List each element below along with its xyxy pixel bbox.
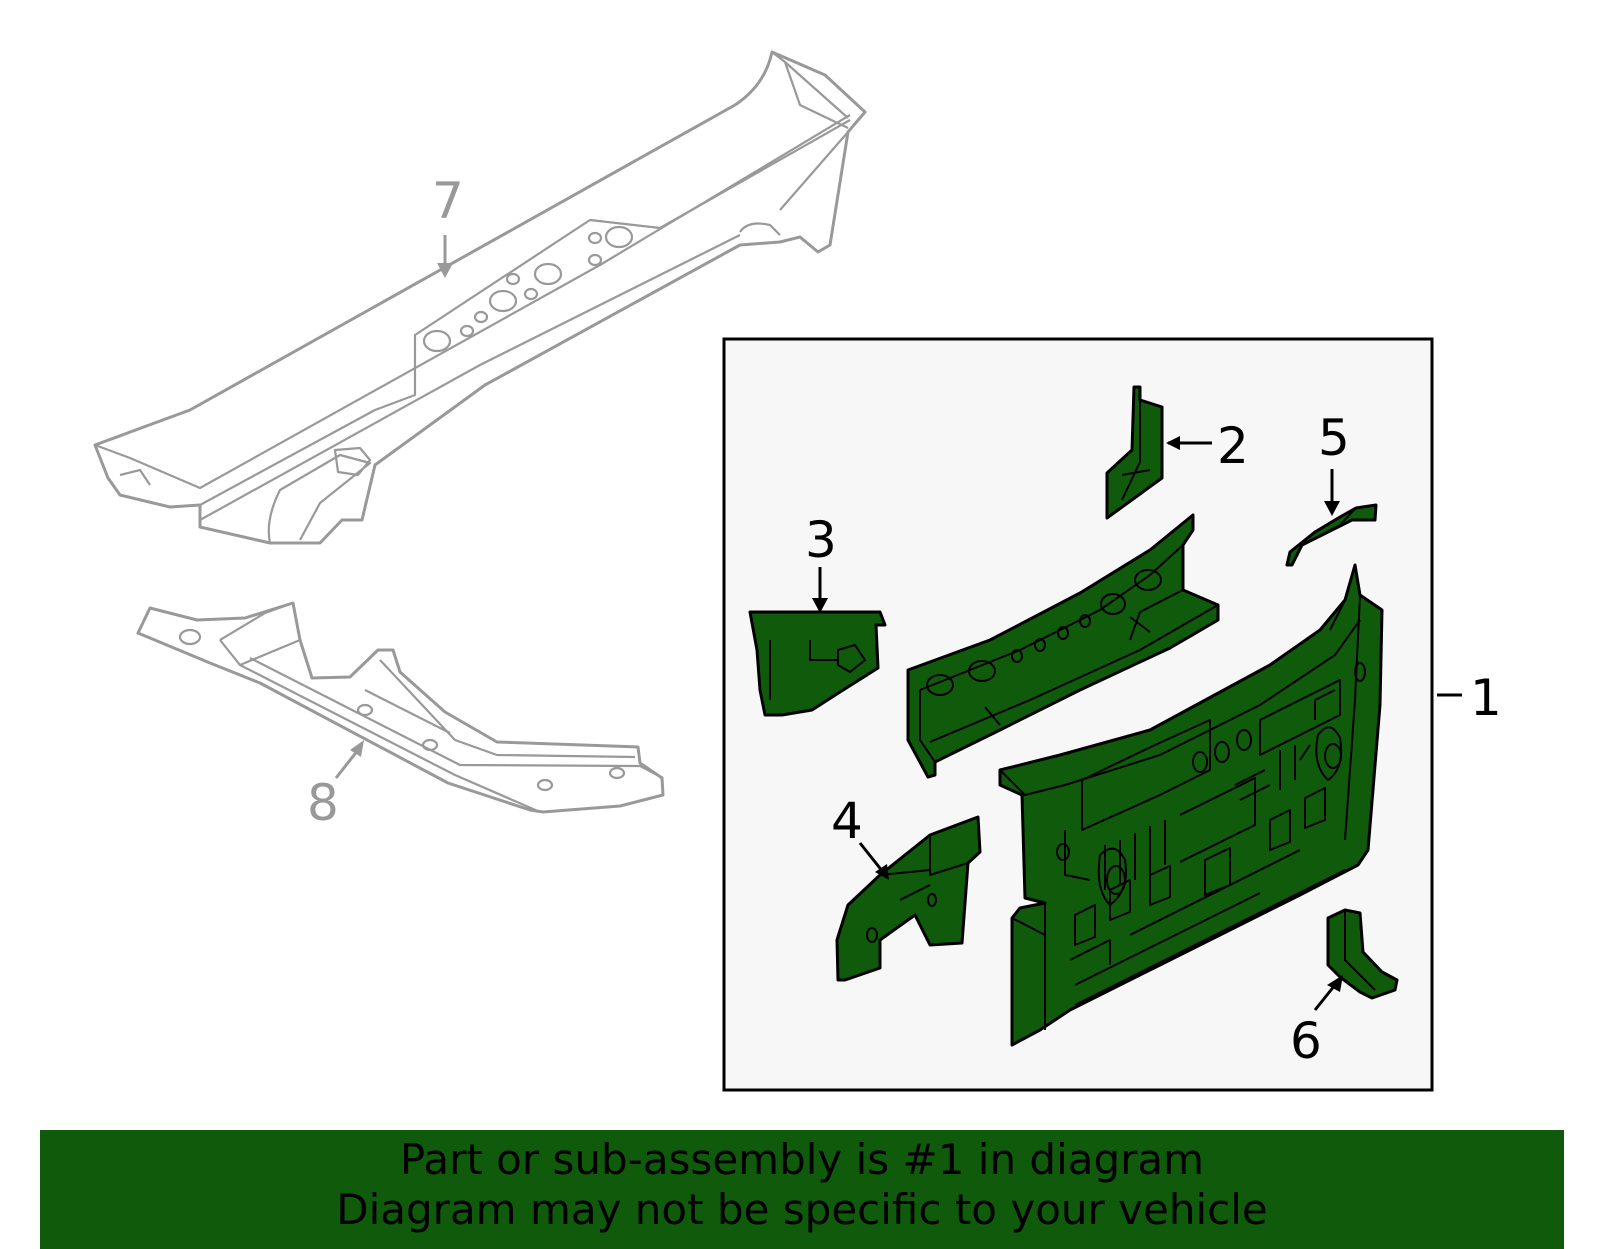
callout-6-arrow-icon [1327,975,1343,992]
callout-2-arrow-icon [1166,436,1180,450]
callout-1-label: 1 [1470,669,1502,727]
callout-7-arrow-icon [437,263,453,278]
callout-2: 2 [1166,417,1249,475]
callout-2-label: 2 [1217,417,1249,475]
callout-6: 6 [1290,975,1343,1070]
part-2-bracket [1105,385,1164,520]
callout-6-label: 6 [1290,1012,1322,1070]
callout-8-label: 8 [307,774,339,832]
callout-8: 8 [307,740,364,832]
callout-3-label: 3 [805,511,837,569]
part-6-lower-bracket [1326,908,1399,1000]
callout-8-leader [334,749,360,779]
callout-7: 7 [432,172,464,278]
part-5-upper-bracket [1285,503,1378,567]
part-3-side-bracket [748,610,887,717]
callout-5-label: 5 [1318,409,1350,467]
part-1-dash-panel [998,563,1384,1047]
info-banner: Part or sub-assembly is #1 in diagram Di… [40,1130,1564,1249]
callout-5-arrow-icon [1324,501,1340,516]
part-8-reinforcement-ghost [136,601,665,814]
part-4-lower-bracket [835,815,982,982]
callout-5: 5 [1318,409,1350,516]
banner-line-2: Diagram may not be specific to your vehi… [336,1185,1268,1234]
callout-8-arrow-icon [350,740,364,757]
callout-6-leader [1313,984,1337,1011]
callout-4: 4 [831,792,889,880]
callout-3-arrow-icon [812,598,828,613]
callout-4-leader [858,842,885,873]
callout-1: 1 [1437,669,1502,727]
cowl-panel-upper [906,513,1220,779]
callout-4-arrow-icon [875,864,889,880]
banner-line-1: Part or sub-assembly is #1 in diagram [399,1135,1205,1184]
callout-7-label: 7 [432,172,464,230]
part-7-cowl-top-ghost [93,50,867,545]
callout-3: 3 [805,511,837,613]
callout-4-label: 4 [831,792,863,850]
